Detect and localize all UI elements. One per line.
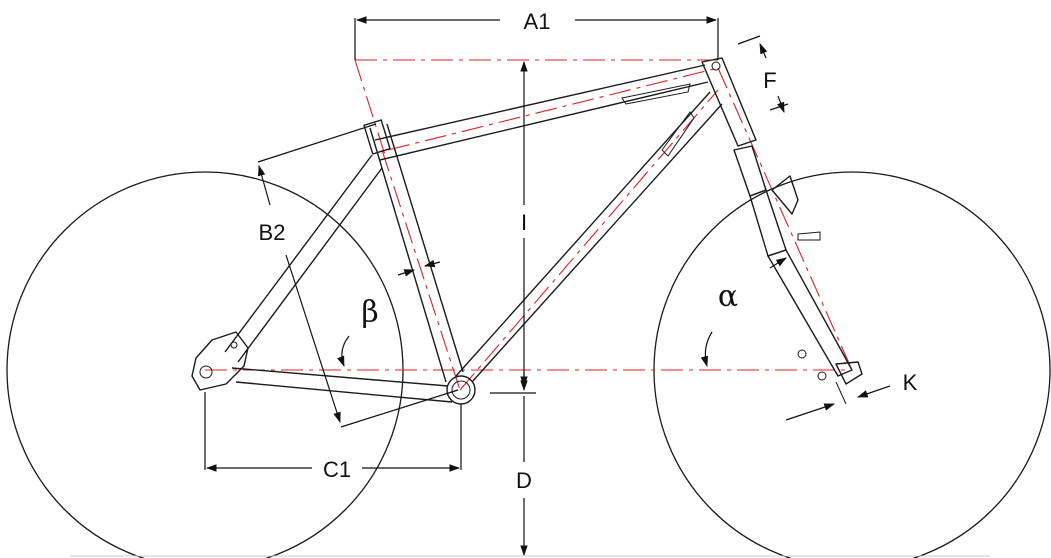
- label-c1: C1: [323, 457, 351, 482]
- dimension-d: D: [490, 372, 536, 557]
- frame-centerlines: [205, 59, 853, 391]
- down-tube: [455, 91, 723, 383]
- angle-alpha: α: [700, 257, 787, 368]
- seat-collar: [363, 119, 391, 155]
- seat-stays: [224, 154, 383, 363]
- bike-frame: [191, 57, 757, 405]
- label-a1: A1: [524, 9, 551, 34]
- dimension-b2: B2: [257, 123, 459, 428]
- top-tube: [374, 64, 709, 161]
- bottom-bracket: [446, 375, 476, 405]
- rear-dropout: [191, 331, 249, 391]
- dimension-f: F: [737, 35, 789, 114]
- angle-beta: β: [337, 295, 379, 368]
- dimension-k: K: [785, 370, 918, 421]
- seat-tube: [369, 123, 464, 383]
- label-b2: B2: [259, 220, 286, 245]
- label-d: D: [516, 468, 532, 493]
- front-wheel: [653, 171, 1051, 558]
- dimension-a1: A1: [354, 9, 719, 60]
- label-f: F: [763, 68, 776, 93]
- suspension-fork: [733, 145, 863, 405]
- seat-tube-width-marker: [397, 259, 441, 277]
- label-beta: β: [361, 295, 378, 330]
- head-tube: [701, 57, 757, 147]
- dimension-c1: C1: [204, 392, 462, 482]
- label-alpha: α: [718, 279, 738, 314]
- chain-stays: [231, 367, 453, 403]
- label-i: I: [521, 210, 527, 235]
- dimension-i: I: [520, 60, 528, 388]
- label-k: K: [903, 370, 918, 395]
